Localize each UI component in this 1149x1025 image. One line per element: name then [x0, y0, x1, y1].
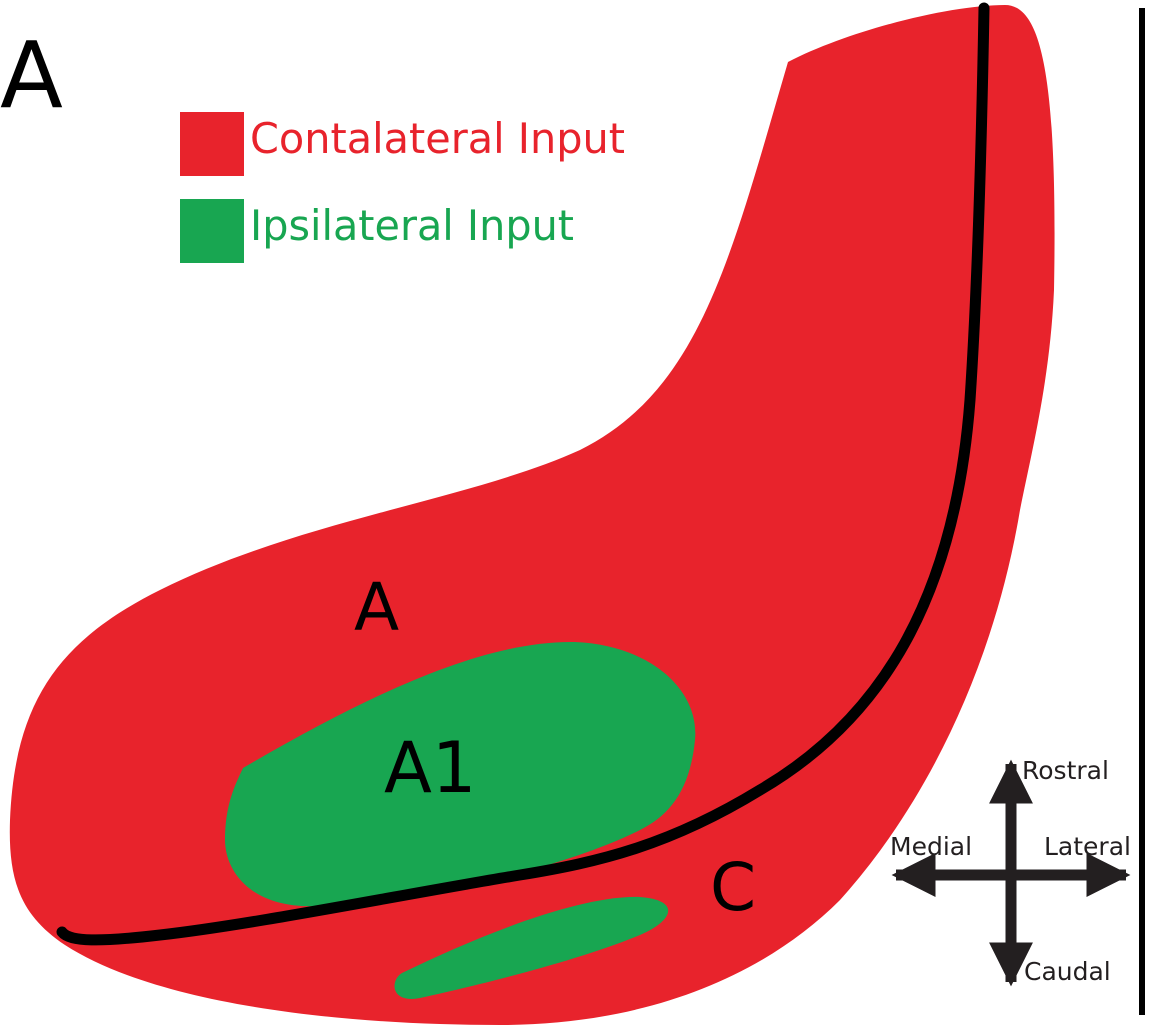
legend-item-ipsilateral: Ipsilateral Input	[180, 199, 574, 263]
compass-label-lateral: Lateral	[1044, 832, 1131, 861]
region-label-c: C	[710, 849, 756, 926]
ipsilateral-region-a1	[225, 641, 696, 907]
legend-label-ipsilateral: Ipsilateral Input	[250, 201, 574, 250]
orientation-compass: Rostral Caudal Medial Lateral	[890, 756, 1131, 987]
legend-label-contralateral: Contalateral Input	[250, 114, 625, 163]
layer-boundary-line	[56, 2, 990, 946]
region-label-a: A	[354, 569, 399, 646]
region-label-a1: A1	[384, 727, 476, 809]
compass-label-medial: Medial	[890, 832, 972, 861]
legend: Contalateral Input Ipsilateral Input	[180, 112, 625, 263]
compass-label-caudal: Caudal	[1024, 957, 1111, 986]
compass-label-rostral: Rostral	[1022, 756, 1109, 785]
ipsilateral-region-c	[394, 896, 669, 999]
legend-item-contralateral: Contalateral Input	[180, 112, 625, 176]
panel-label: A	[0, 22, 63, 129]
legend-swatch-contralateral	[180, 112, 244, 176]
legend-swatch-ipsilateral	[180, 199, 244, 263]
